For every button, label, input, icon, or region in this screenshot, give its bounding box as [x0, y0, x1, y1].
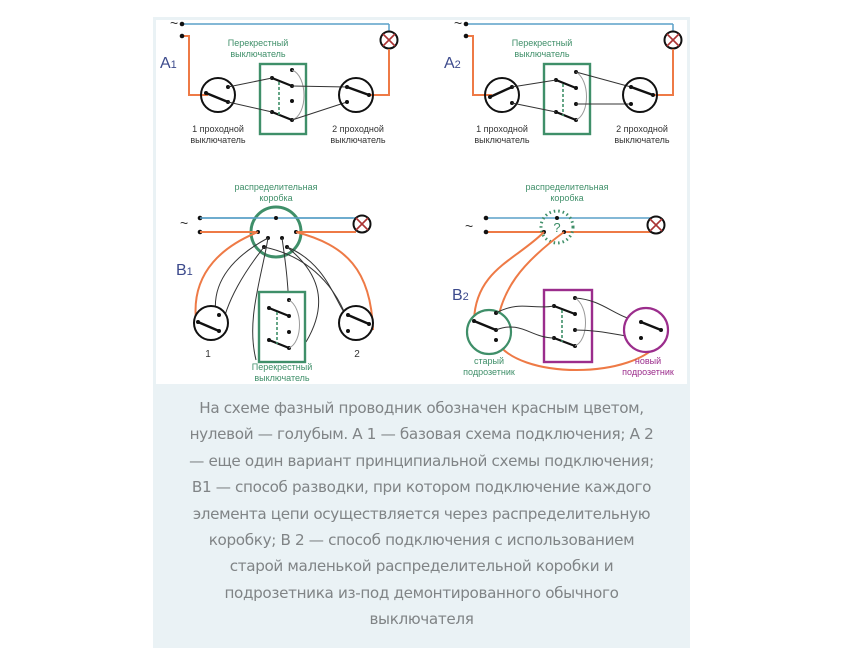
caption-line: На схеме фазный проводник обозначен крас…	[199, 399, 644, 417]
cross-switch-title: Перекрестный	[252, 362, 313, 372]
lamp-icon	[663, 30, 683, 50]
switch-2-label: 2 проходной	[332, 124, 384, 134]
wiring-diagrams-svg: ~ A1 Перекрестный выключатель	[160, 20, 683, 383]
cross-switch-title: Перекрестный	[512, 38, 573, 48]
new-socket-label: новый	[635, 356, 661, 366]
diagram-b1: распределительная коробка ~ B1	[176, 182, 374, 383]
cross-switch-title-2: выключатель	[230, 49, 286, 59]
cross-switch-title-2: выключатель	[514, 49, 570, 59]
caption-line: — еще один вариант принципиальной схемы …	[189, 451, 654, 470]
diagram-a1: ~ A1 Перекрестный выключатель	[160, 20, 399, 145]
cross-switch	[258, 62, 308, 136]
cross-switch-title: Перекрестный	[228, 38, 289, 48]
cross-switch	[257, 290, 307, 364]
diagram-label-b2: B2	[452, 287, 469, 304]
switch-1-label-2: выключатель	[474, 135, 530, 145]
caption-line: В1 — способ разводки, при котором подклю…	[191, 478, 652, 497]
junction-box-title-2: коробка	[259, 193, 292, 203]
cross-switch	[542, 62, 592, 136]
caption-line: нулевой — голубым. А 1 — базовая схема п…	[189, 425, 654, 444]
caption-line: старой маленькой распределительной короб…	[229, 557, 614, 576]
cross-switch	[542, 288, 594, 364]
switch-2-label: 2 проходной	[616, 124, 668, 134]
pass-switch-1	[200, 77, 236, 113]
diagram-label-a2: A2	[444, 55, 461, 72]
switch-1-number: 1	[205, 349, 211, 360]
diagram-label-b1: B1	[176, 262, 193, 279]
ac-tilde: ~	[170, 20, 178, 31]
junction-box-title-2: коробка	[550, 193, 583, 203]
diagram-a2: ~ A2 Перекрестный выключатель	[444, 20, 683, 145]
new-socket-box	[622, 306, 670, 354]
lamp-icon	[646, 215, 666, 235]
switch-1-label: 1 проходной	[192, 124, 244, 134]
old-socket-label: старый	[474, 356, 504, 366]
diagram-label-a1: A1	[160, 55, 177, 72]
switch-2-label-2: выключатель	[330, 135, 386, 145]
caption-line: элемента цепи осуществляется через распр…	[192, 504, 651, 523]
old-socket-label-2: подрозетник	[463, 367, 515, 377]
pass-switch-2	[622, 77, 658, 113]
lamp-icon	[352, 214, 372, 234]
caption-line: подрозетника из-под демонтированного обы…	[224, 583, 619, 602]
switch-2-number: 2	[354, 349, 360, 360]
switch-1-label-2: выключатель	[190, 135, 246, 145]
ac-tilde: ~	[180, 215, 188, 231]
pass-switch-1	[484, 77, 520, 113]
pass-switch-2	[338, 77, 374, 113]
wiring-diagram-image: ~ A1 Перекрестный выключатель	[156, 20, 687, 384]
unknown-marker: ?	[553, 220, 560, 235]
junction-box-title: распределительная	[526, 182, 609, 192]
switch-2-label-2: выключатель	[614, 135, 670, 145]
caption-line: выключателя	[369, 610, 474, 629]
figure-caption: На схеме фазный проводник обозначен крас…	[153, 395, 690, 633]
figure: ~ A1 Перекрестный выключатель	[153, 17, 690, 648]
ac-tilde: ~	[454, 20, 462, 31]
phase-wire	[182, 35, 208, 96]
lamp-icon	[379, 30, 399, 50]
switch-1-label: 1 проходной	[476, 124, 528, 134]
junction-box-dotted	[539, 209, 575, 245]
old-socket-box	[465, 308, 513, 356]
diagram-b2: распределительная коробка ~ ? B2	[452, 182, 674, 377]
ac-tilde: ~	[465, 218, 473, 234]
cross-switch-title-2: выключатель	[254, 373, 310, 383]
new-socket-label-2: подрозетник	[622, 367, 674, 377]
caption-line: коробку; В 2 — способ подключения с испо…	[208, 531, 635, 550]
junction-box-title: распределительная	[235, 182, 318, 192]
